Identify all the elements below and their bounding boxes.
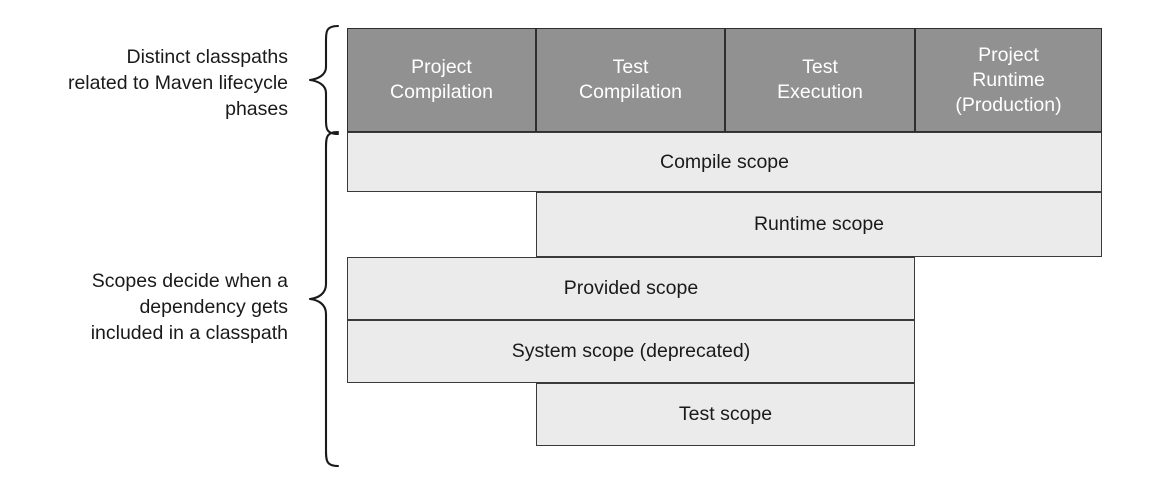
brace-scopes-icon: [308, 130, 340, 468]
scope-band-label: Compile scope: [660, 150, 789, 173]
annotation-label-classpaths: Distinct classpaths related to Maven lif…: [67, 46, 288, 120]
scope-band-label: Provided scope: [563, 277, 699, 299]
scope-band-system[interactable]: System scope (deprecated): [347, 320, 915, 383]
scope-band-provided[interactable]: Provided scope: [347, 257, 915, 320]
scope-band-label: Test scope: [678, 403, 773, 425]
classpath-column-label: Project Compilation: [390, 56, 493, 103]
scope-band-compile[interactable]: Compile scope: [347, 132, 1102, 192]
classpath-column-project-compilation[interactable]: Project Compilation: [347, 28, 536, 132]
scope-band-label: System scope (deprecated): [511, 340, 751, 362]
scope-band-runtime[interactable]: Runtime scope: [536, 192, 1102, 257]
scope-band-test[interactable]: Test scope: [536, 383, 915, 446]
classpath-column-label: Project Runtime (Production): [955, 43, 1062, 116]
brace-classpaths-icon: [308, 24, 340, 136]
scope-band-label: Runtime scope: [753, 213, 885, 235]
classpath-column-test-execution[interactable]: Test Execution: [725, 28, 915, 132]
classpath-column-project-runtime[interactable]: Project Runtime (Production): [915, 28, 1102, 132]
classpath-column-label: Test Compilation: [579, 56, 682, 103]
classpath-column-label: Test Execution: [777, 56, 863, 103]
annotation-label-scopes: Scopes decide when a dependency gets inc…: [90, 270, 288, 344]
classpath-column-test-compilation[interactable]: Test Compilation: [536, 28, 725, 132]
